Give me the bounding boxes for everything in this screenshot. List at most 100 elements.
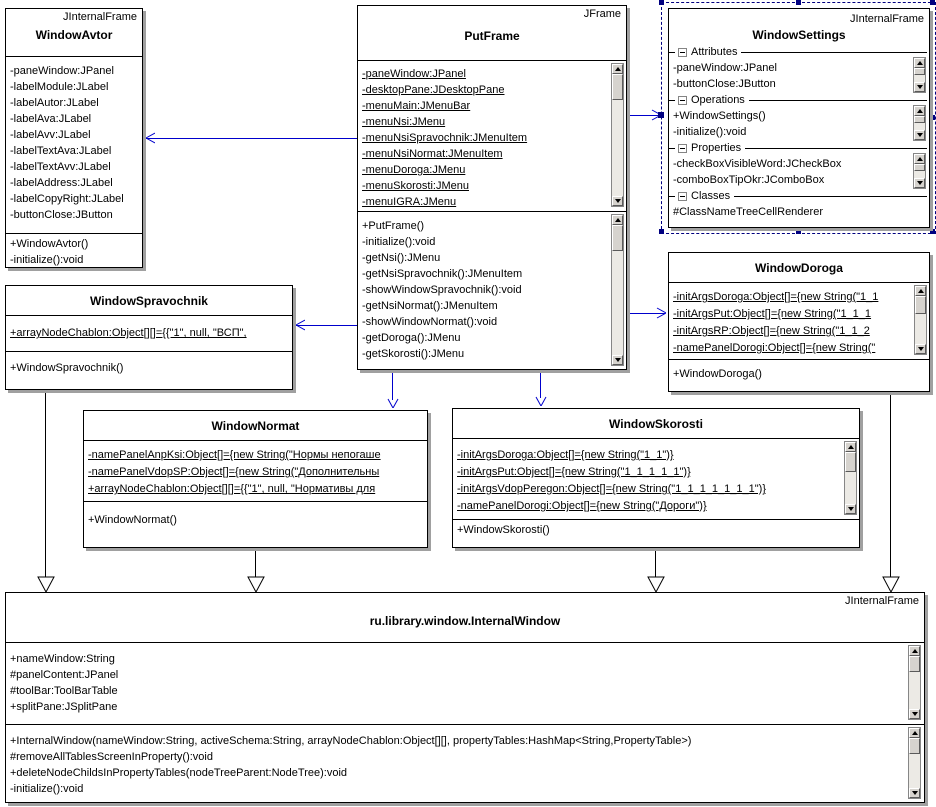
- section-scrollbar[interactable]: [913, 153, 926, 189]
- section-header-classes[interactable]: Classes: [669, 188, 929, 204]
- class-windowsettings[interactable]: JInternalFrame WindowSettings Attributes…: [668, 8, 930, 228]
- scroll-track[interactable]: [845, 452, 856, 504]
- scroll-down-button[interactable]: [914, 82, 925, 92]
- scroll-down-icon: [911, 712, 918, 716]
- attribute: -menuSkorosti:JMenu: [362, 180, 469, 192]
- scroll-up-icon: [911, 731, 918, 735]
- scroll-track[interactable]: [914, 164, 925, 178]
- class-internalwindow[interactable]: JInternalFrame ru.library.window.Interna…: [5, 592, 925, 803]
- scroll-up-button[interactable]: [612, 64, 623, 74]
- scroll-down-button[interactable]: [845, 504, 856, 514]
- scroll-thumb[interactable]: [914, 164, 925, 171]
- scroll-track[interactable]: [612, 74, 623, 196]
- section-scrollbar[interactable]: [913, 57, 926, 93]
- operation: +InternalWindow(nameWindow:String, activ…: [10, 735, 692, 747]
- scroll-up-button[interactable]: [845, 442, 856, 452]
- scroll-down-button[interactable]: [915, 344, 926, 354]
- scroll-thumb[interactable]: [914, 68, 925, 75]
- operation: -getDoroga():JMenu: [362, 332, 461, 344]
- attribute: -desktopPane:JDesktopPane: [362, 84, 505, 96]
- scroll-up-button[interactable]: [909, 728, 920, 738]
- selection-handle[interactable]: [796, 229, 801, 234]
- attribute: -menuIGRA:JMenu: [362, 196, 457, 208]
- attributes-scrollbar[interactable]: [914, 285, 927, 355]
- section-header-properties[interactable]: Properties: [669, 140, 929, 156]
- scroll-thumb[interactable]: [845, 452, 856, 472]
- collapse-icon[interactable]: [678, 95, 687, 105]
- attribute: -labelAddress:JLabel: [10, 177, 113, 189]
- open-arrow-right-icon: [651, 109, 661, 121]
- class-windowspravochnik[interactable]: WindowSpravochnik +arrayNodeChablon:Obje…: [5, 285, 293, 390]
- scroll-up-button[interactable]: [612, 215, 623, 225]
- attributes-scrollbar[interactable]: [844, 441, 857, 515]
- attributes-scrollbar[interactable]: [611, 63, 624, 207]
- scroll-thumb[interactable]: [612, 74, 623, 100]
- operations-scrollbar[interactable]: [611, 214, 624, 366]
- scroll-thumb[interactable]: [909, 656, 920, 672]
- scroll-up-button[interactable]: [915, 286, 926, 296]
- attributes-scrollbar[interactable]: [908, 645, 921, 720]
- scroll-up-button[interactable]: [909, 646, 920, 656]
- stereotype-label: JInternalFrame: [63, 11, 137, 23]
- class-windowavtor[interactable]: JInternalFrame WindowAvtor -paneWindow:J…: [5, 8, 143, 268]
- selection-handle[interactable]: [930, 229, 935, 234]
- scroll-down-button[interactable]: [909, 709, 920, 719]
- scroll-down-icon: [916, 181, 923, 185]
- scroll-thumb[interactable]: [909, 738, 920, 754]
- scroll-thumb[interactable]: [915, 296, 926, 314]
- scroll-track[interactable]: [612, 225, 623, 355]
- scroll-thumb[interactable]: [612, 225, 623, 251]
- selection-handle[interactable]: [930, 0, 935, 5]
- class-title: WindowDoroga: [755, 261, 843, 275]
- scroll-up-button[interactable]: [914, 106, 925, 116]
- scroll-track[interactable]: [914, 68, 925, 82]
- scroll-thumb[interactable]: [914, 116, 925, 123]
- scroll-down-button[interactable]: [914, 178, 925, 188]
- selection-handle[interactable]: [930, 115, 935, 120]
- scroll-up-button[interactable]: [914, 154, 925, 164]
- scroll-track[interactable]: [914, 116, 925, 130]
- class-windownormat[interactable]: WindowNormat -namePanelAnpKsi:Object[]={…: [83, 410, 428, 548]
- scroll-down-icon: [916, 85, 923, 89]
- scroll-track[interactable]: [915, 296, 926, 344]
- scroll-track[interactable]: [909, 738, 920, 788]
- attribute: -labelAvv:JLabel: [10, 129, 91, 141]
- operation: -getNsiSpravochnik():JMenuItem: [362, 268, 523, 280]
- attribute: -labelTextAva:JLabel: [10, 145, 112, 157]
- collapse-icon[interactable]: [678, 143, 687, 153]
- class-putframe[interactable]: JFrame PutFrame -paneWindow:JPanel -desk…: [357, 5, 627, 370]
- operation: +WindowSpravochnik(): [10, 362, 124, 374]
- collapse-icon[interactable]: [678, 47, 687, 57]
- collapse-icon[interactable]: [678, 191, 687, 201]
- scroll-down-button[interactable]: [909, 788, 920, 798]
- property: -checkBoxVisibleWord:JCheckBox: [673, 158, 842, 170]
- scroll-down-button[interactable]: [612, 355, 623, 365]
- section-header-operations[interactable]: Operations: [669, 92, 929, 108]
- selection-handle[interactable]: [659, 0, 664, 5]
- operations-scrollbar[interactable]: [908, 727, 921, 799]
- open-arrow-right-icon: [656, 307, 666, 319]
- scroll-down-button[interactable]: [914, 130, 925, 140]
- scroll-up-icon: [614, 218, 621, 222]
- selection-handle[interactable]: [659, 229, 664, 234]
- scroll-down-button[interactable]: [612, 196, 623, 206]
- scroll-up-button[interactable]: [914, 58, 925, 68]
- class-windowdoroga[interactable]: WindowDoroga -initArgsDoroga:Object[]={n…: [668, 252, 930, 392]
- scroll-down-icon: [614, 358, 621, 362]
- scroll-track[interactable]: [909, 656, 920, 709]
- section-label: Attributes: [691, 46, 738, 58]
- attribute: -paneWindow:JPanel: [362, 68, 466, 80]
- selection-handle[interactable]: [796, 0, 801, 5]
- section-header-attributes[interactable]: Attributes: [669, 44, 929, 60]
- class-title: WindowSettings: [752, 28, 846, 42]
- open-arrow-down-icon: [535, 396, 547, 406]
- open-arrow-left-icon: [295, 319, 305, 331]
- scroll-down-icon: [847, 507, 854, 511]
- scroll-down-icon: [917, 347, 924, 351]
- section-scrollbar[interactable]: [913, 105, 926, 141]
- attribute: -buttonClose:JButton: [10, 209, 113, 221]
- section-label: Operations: [691, 94, 745, 106]
- open-arrow-down-icon: [387, 398, 399, 408]
- class-windowskorosti[interactable]: WindowSkorosti -initArgsDoroga:Object[]=…: [452, 408, 860, 548]
- attribute: -namePanelDorogi:Object[]={new String("Д…: [457, 500, 707, 512]
